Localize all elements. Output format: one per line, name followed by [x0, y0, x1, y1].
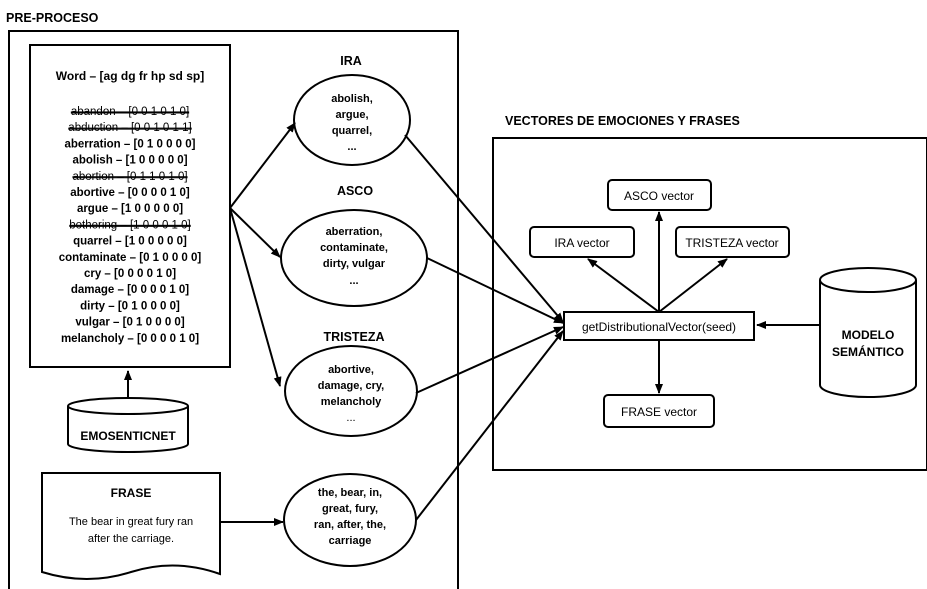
vectores-header: VECTORES DE EMOCIONES Y FRASES — [505, 114, 740, 128]
frase-vector-box — [603, 394, 715, 428]
token-word: ran, after, the, — [314, 519, 386, 531]
ira-word: abolish, — [331, 93, 373, 105]
asco-word: ... — [349, 275, 358, 287]
asco-vector-label: ASCO vector — [624, 189, 694, 203]
function-to-tristeza-vector-arrow — [658, 258, 728, 313]
lexicon-to-ira-arrow — [229, 122, 296, 209]
lexicon-entry: abortive – [0 0 0 0 1 0] — [70, 187, 190, 199]
frase-document — [41, 472, 221, 580]
preproceso-header: PRE-PROCESO — [6, 11, 99, 25]
token-word: carriage — [329, 535, 372, 547]
asco-to-function-arrow — [426, 257, 564, 324]
ira-vector-label: IRA vector — [554, 236, 609, 250]
lexicon-entry: quarrel – [1 0 0 0 0 0] — [73, 236, 187, 248]
lexicon-entry: dirty – [0 1 0 0 0 0] — [80, 300, 180, 312]
lexicon-entry: contaminate – [0 1 0 0 0 0] — [59, 252, 202, 264]
lexicon-entry-struck: abortion – [0 1 1 0 1 0] — [72, 171, 187, 183]
tristeza-word: ... — [346, 412, 355, 424]
lexicon-header: Word – [ag dg fr hp sd sp] — [56, 69, 204, 83]
function-to-ira-vector-arrow — [587, 258, 660, 313]
lexicon-entry: argue – [1 0 0 0 0 0] — [77, 203, 183, 215]
vectores-frame — [492, 137, 927, 471]
frase-vector-label: FRASE vector — [621, 405, 697, 419]
lexicon-entry: damage – [0 0 0 0 1 0] — [71, 284, 189, 296]
lexicon-entry-struck: abduction – [0 0 1 0 1 1] — [68, 122, 191, 134]
lexicon-entry-struck: abandon – [0 0 1 0 1 0] — [71, 106, 189, 118]
frase-line-2: after the carriage. — [88, 533, 174, 545]
tristeza-vector-box — [675, 226, 790, 258]
tristeza-vector-label: TRISTEZA vector — [685, 236, 778, 250]
lexicon-entries: abandon – [0 0 1 0 1 0] abduction – [0 0 … — [59, 106, 202, 345]
lexicon-entry: vulgar – [0 1 0 0 0 0] — [75, 317, 184, 329]
tristeza-word: melancholy — [321, 396, 382, 408]
token-word: great, fury, — [322, 503, 378, 515]
ira-to-function-arrow — [404, 134, 564, 323]
tristeza-word-set — [284, 345, 418, 437]
ira-label: IRA — [340, 54, 362, 68]
function-label: getDistributionalVector(seed) — [582, 320, 736, 334]
lexicon-entry: cry – [0 0 0 0 1 0] — [84, 268, 176, 280]
modelo-label-line-2: SEMÁNTICO — [832, 344, 904, 359]
tristeza-label: TRISTEZA — [323, 330, 384, 344]
emosenticnet-database — [67, 397, 189, 453]
lexicon-entry: melancholy – [0 0 0 0 1 0] — [61, 333, 199, 345]
tokens-to-function-arrow — [415, 330, 564, 521]
preproceso-frame — [8, 30, 459, 589]
lexicon-box — [29, 44, 231, 368]
lexicon-to-tristeza-arrow — [229, 207, 282, 387]
emosenticnet-label: EMOSENTICNET — [80, 429, 176, 443]
ira-vector-box — [529, 226, 635, 258]
ira-word-set — [293, 74, 411, 166]
modelo-label-line-1: MODELO — [842, 328, 895, 342]
asco-word: aberration, — [326, 226, 383, 238]
lexicon-entry: aberration – [0 1 0 0 0 0] — [64, 138, 195, 150]
asco-word: dirty, vulgar — [323, 258, 386, 270]
tristeza-to-function-arrow — [415, 326, 564, 394]
tristeza-word: abortive, — [328, 364, 374, 376]
lexicon-entry: abolish – [1 0 0 0 0 0] — [72, 155, 187, 167]
frase-line-1: The bear in great fury ran — [69, 516, 193, 528]
ira-word: quarrel, — [332, 125, 372, 137]
ira-word: ... — [347, 141, 356, 153]
frase-title: FRASE — [111, 486, 152, 500]
lexicon-to-asco-arrow — [229, 207, 281, 258]
modelo-semantico-database — [819, 267, 917, 398]
tristeza-word: damage, cry, — [318, 380, 384, 392]
token-word: the, bear, in, — [318, 487, 382, 499]
ira-word: argue, — [335, 109, 368, 121]
asco-label: ASCO — [337, 184, 373, 198]
lexicon-entry-struck: bothering – [1 0 0 0 1 0] — [69, 219, 190, 231]
asco-word: contaminate, — [320, 242, 388, 254]
asco-vector-box — [607, 179, 712, 211]
